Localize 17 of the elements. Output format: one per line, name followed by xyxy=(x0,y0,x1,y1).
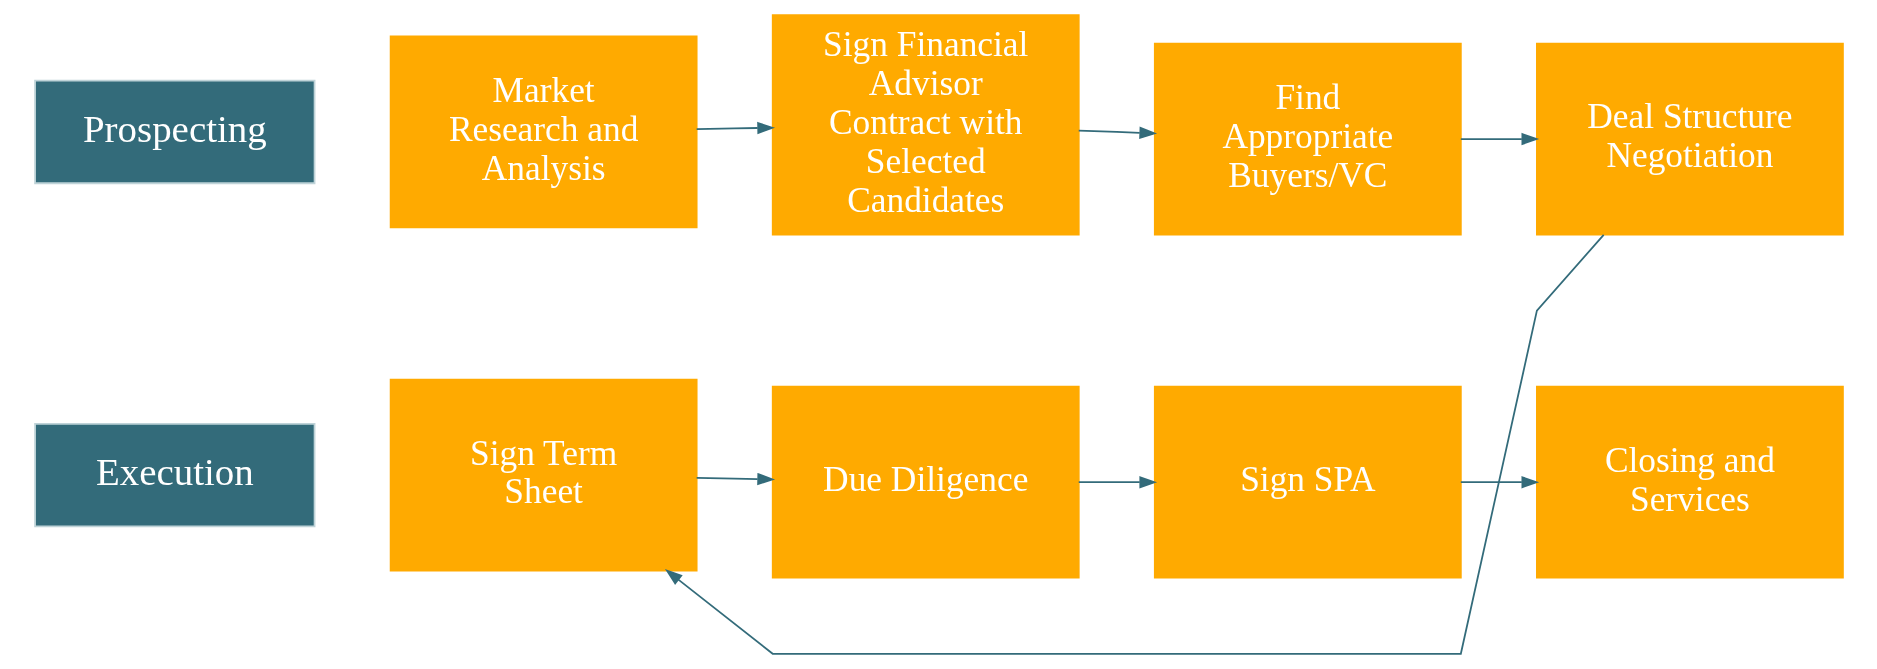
node-box: Execution xyxy=(33,422,315,528)
node-box: Find Appropriate Buyers/VC xyxy=(1153,42,1462,236)
arrow xyxy=(1077,126,1157,139)
arrow xyxy=(1077,476,1157,489)
node-box: Due Diligence xyxy=(771,385,1080,579)
node-box: Sign Financial Advisor Contract with Selected Candidates xyxy=(771,14,1080,236)
node-box: Sign SPA xyxy=(1153,385,1462,579)
arrow xyxy=(664,233,1605,655)
arrow xyxy=(1459,476,1539,489)
node-box: Deal Structure Negotiation xyxy=(1535,42,1844,236)
node-box: Closing and Services xyxy=(1535,385,1844,579)
arrow xyxy=(695,121,775,135)
arrow xyxy=(1459,132,1539,146)
node-box: Sign Term Sheet xyxy=(389,378,698,572)
node-box: Prospecting xyxy=(33,79,315,185)
arrow xyxy=(695,472,775,486)
node-box: Market Research and Analysis xyxy=(389,35,698,229)
